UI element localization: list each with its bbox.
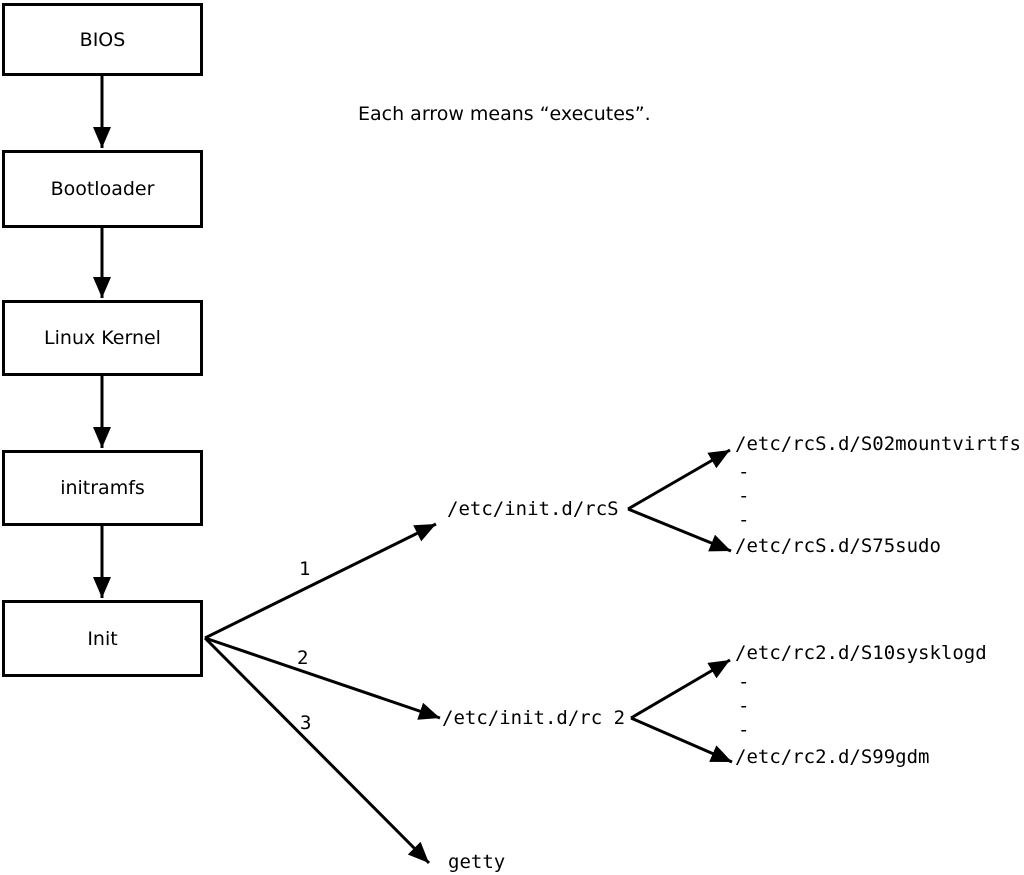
label-etc-init-d-rc2: /etc/init.d/rc 2 bbox=[442, 707, 626, 729]
arrow-init-to-rc2 bbox=[204, 636, 441, 720]
label-getty: getty bbox=[448, 851, 506, 873]
label-rcS-d-s02mountvirtfs: /etc/rcS.d/S02mountvirtfs bbox=[735, 433, 1021, 455]
box-linux-kernel-label: Linux Kernel bbox=[44, 327, 161, 349]
box-bootloader-label: Bootloader bbox=[50, 178, 155, 200]
box-init-label: Init bbox=[87, 627, 118, 650]
arrow-label-3: 3 bbox=[300, 712, 312, 734]
label-etc-init-d-rcS: /etc/init.d/rcS bbox=[447, 498, 619, 520]
label-rcS-d-ellipsis-3: - bbox=[738, 509, 750, 531]
label-rcS-d-ellipsis-2: - bbox=[738, 485, 750, 507]
box-bios: BIOS bbox=[2, 3, 203, 76]
arrow-label-1: 1 bbox=[299, 558, 311, 580]
arrow-rc2-to-s10sysklogd bbox=[630, 658, 731, 720]
label-rc2-d-s99gdm: /etc/rc2.d/S99gdm bbox=[735, 746, 930, 768]
label-rcS-d-s75sudo: /etc/rcS.d/S75sudo bbox=[735, 535, 941, 557]
arrow-rcS-to-s75sudo bbox=[627, 507, 732, 553]
label-rc2-d-ellipsis-1: - bbox=[738, 671, 750, 693]
arrow-init-to-rcS bbox=[204, 522, 437, 640]
box-initramfs: initramfs bbox=[2, 450, 203, 526]
label-rc2-d-ellipsis-2: - bbox=[738, 695, 750, 717]
box-initramfs-label: initramfs bbox=[60, 477, 145, 499]
arrow-init-to-getty bbox=[203, 636, 431, 865]
label-rc2-d-ellipsis-3: - bbox=[738, 719, 750, 741]
arrow-rc2-to-s99gdm bbox=[630, 716, 733, 764]
box-init: Init bbox=[2, 600, 203, 677]
label-rcS-d-ellipsis-1: - bbox=[738, 461, 750, 483]
arrow-label-2: 2 bbox=[297, 647, 309, 669]
label-rc2-d-s10sysklogd: /etc/rc2.d/S10sysklogd bbox=[735, 642, 987, 664]
diagram-caption: Each arrow means “executes”. bbox=[358, 103, 651, 125]
box-linux-kernel: Linux Kernel bbox=[2, 300, 203, 376]
arrow-rcS-to-s02mountvirtfs bbox=[627, 448, 731, 511]
box-bootloader: Bootloader bbox=[2, 150, 203, 228]
box-bios-label: BIOS bbox=[79, 28, 126, 51]
